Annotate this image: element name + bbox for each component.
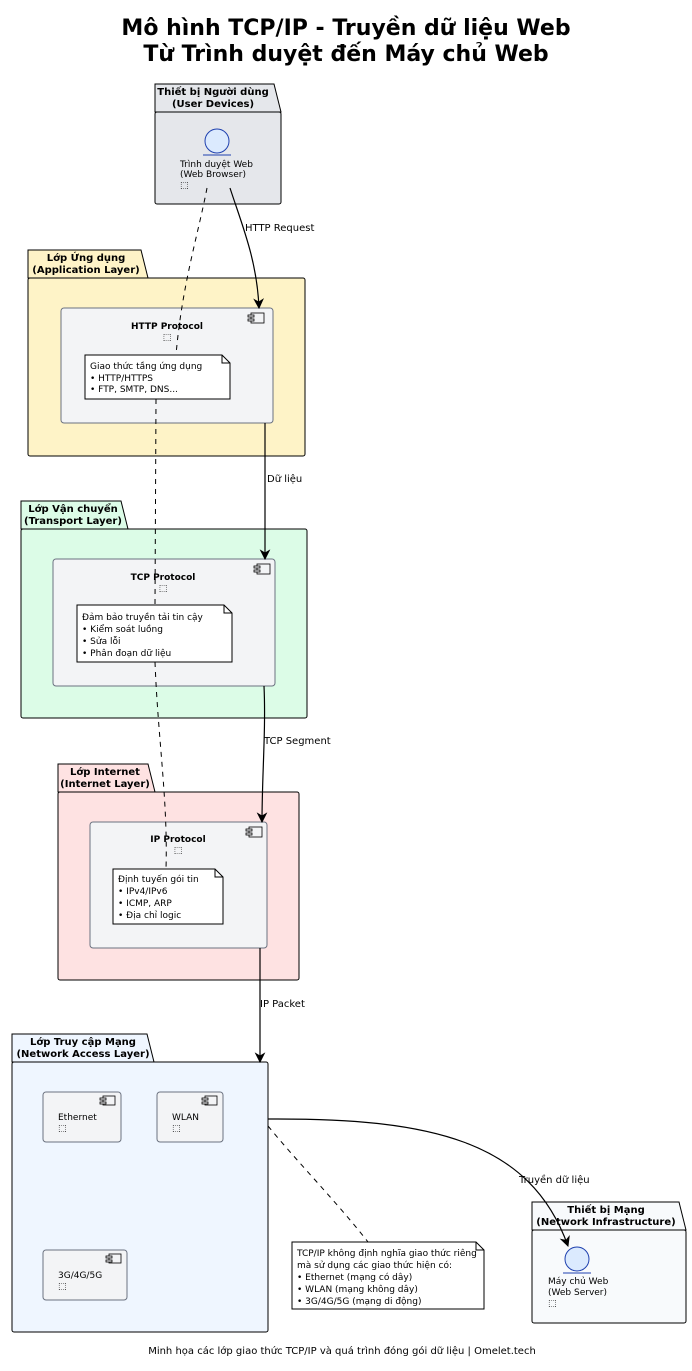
web-server-icon — [564, 1246, 590, 1272]
arrow-label-transfer: Truyền dữ liệu — [518, 1174, 590, 1186]
mobile-network-component — [42, 1249, 128, 1301]
user-devices-subtitle: (User Devices) — [172, 99, 254, 110]
component-icon — [245, 826, 263, 838]
application-note-line: • FTP, SMTP, DNS... — [90, 385, 178, 395]
tcp-protocol-glyph: ⬚ — [159, 584, 168, 594]
package-network-infrastructure: Thiết bị Mạng (Network Infrastructure) M… — [531, 1201, 687, 1324]
ethernet-component — [42, 1091, 122, 1143]
arrow-transfer — [267, 1118, 570, 1248]
component-icon — [105, 1253, 122, 1264]
note-link-network — [267, 1125, 369, 1243]
ip-protocol-glyph: ⬚ — [174, 846, 183, 856]
package-user-devices: Thiết bị Người dùng (User Devices) Trình… — [154, 83, 282, 205]
transport-note-line: Đảm bảo truyền tải tin cậy — [82, 612, 204, 623]
transport-layer-title: Lớp Vận chuyển — [28, 502, 118, 515]
wlan-label: WLAN — [172, 1113, 199, 1123]
ethernet-label: Ethernet — [58, 1113, 97, 1123]
transport-layer-subtitle: (Transport Layer) — [24, 516, 122, 527]
web-browser-icon — [204, 128, 230, 154]
arrow-label-data: Dữ liệu — [267, 473, 302, 485]
internet-note — [112, 868, 224, 925]
network-note: TCP/IP không định nghĩa giao thức riêng … — [291, 1241, 485, 1310]
arrow-label-http-request: HTTP Request — [245, 223, 314, 234]
network-infra-title: Thiết bị Mạng — [567, 1203, 644, 1216]
application-note-line: Giao thức tầng ứng dụng — [90, 361, 202, 372]
application-note — [84, 354, 231, 400]
http-protocol-label: HTTP Protocol — [131, 322, 203, 332]
network-note-line: TCP/IP không định nghĩa giao thức riêng — [296, 1248, 477, 1259]
network-note-line: • 3G/4G/5G (mạng di động) — [297, 1296, 422, 1307]
mobile-network-label: 3G/4G/5G — [58, 1271, 102, 1281]
internet-note-line: • Địa chỉ logic — [118, 910, 181, 921]
tcp-protocol-label: TCP Protocol — [131, 573, 196, 583]
internet-note-line: Định tuyến gói tin — [118, 874, 199, 885]
network-note-line: mà sử dụng các giao thức hiện có: — [297, 1260, 452, 1271]
web-browser-glyph: ⬚ — [180, 181, 189, 191]
transport-note-line: • Sửa lỗi — [82, 636, 120, 647]
package-transport-layer: Lớp Vận chuyển (Transport Layer) TCP Pro… — [20, 500, 308, 719]
application-layer-subtitle: (Application Layer) — [32, 265, 139, 276]
note-link-transport — [154, 398, 157, 606]
arrow-label-ip-packet: IP Packet — [260, 999, 305, 1010]
diagram-title-line1: Mô hình TCP/IP - Truyền dữ liệu Web — [121, 16, 570, 41]
internet-layer-subtitle: (Internet Layer) — [60, 779, 150, 790]
http-protocol-glyph: ⬚ — [163, 333, 172, 343]
transport-note-line: • Kiểm soát luồng — [82, 624, 163, 635]
footer-caption: Minh họa các lớp giao thức TCP/IP và quá… — [148, 1345, 536, 1357]
arrow-tcp-segment — [256, 685, 268, 824]
internet-note-line: • ICMP, ARP — [118, 899, 172, 909]
web-server-label: Máy chủ Web — [548, 1276, 609, 1287]
component-icon — [253, 563, 271, 575]
network-access-layer-title: Lớp Truy cập Mạng — [30, 1036, 136, 1048]
package-internet-layer: Lớp Internet (Internet Layer) IP Protoco… — [57, 763, 300, 981]
note-connectors — [154, 187, 369, 1243]
web-browser-label: Trình duyệt Web — [179, 159, 253, 170]
ip-protocol-label: IP Protocol — [150, 835, 205, 845]
network-access-layer-subtitle: (Network Access Layer) — [16, 1049, 149, 1060]
web-browser-sublabel: (Web Browser) — [180, 170, 246, 180]
user-devices-body — [154, 111, 282, 205]
network-note-line: • WLAN (mạng không dây) — [297, 1284, 418, 1295]
arrow-http-request — [229, 187, 264, 310]
component-icon — [201, 1095, 218, 1106]
arrow-label-tcp-segment: TCP Segment — [263, 736, 331, 747]
user-devices-title: Thiết bị Người dùng — [157, 85, 268, 98]
component-icon — [247, 312, 265, 324]
package-application-layer: Lớp Ứng dụng (Application Layer) HTTP Pr… — [27, 249, 306, 457]
transport-note — [76, 604, 233, 663]
flow-arrows — [229, 187, 570, 1248]
mobile-network-glyph: ⬚ — [58, 1282, 67, 1292]
transport-note-line: • Phân đoạn dữ liệu — [82, 648, 171, 659]
note-link-internet — [154, 661, 167, 870]
application-layer-title: Lớp Ứng dụng — [47, 251, 126, 264]
web-server-glyph: ⬚ — [548, 1299, 557, 1309]
ethernet-glyph: ⬚ — [58, 1124, 67, 1134]
web-server-sublabel: (Web Server) — [548, 1288, 607, 1298]
internet-layer-title: Lớp Internet — [70, 766, 140, 778]
internet-note-line: • IPv4/IPv6 — [118, 887, 168, 897]
network-note-line: • Ethernet (mạng có dây) — [297, 1272, 412, 1283]
package-network-access-layer: Lớp Truy cập Mạng (Network Access Layer)… — [11, 1033, 269, 1333]
application-note-line: • HTTP/HTTPS — [90, 374, 153, 384]
component-icon — [99, 1095, 116, 1106]
network-infra-subtitle: (Network Infrastructure) — [536, 1217, 675, 1228]
diagram-title-line2: Từ Trình duyệt đến Máy chủ Web — [143, 42, 548, 67]
wlan-glyph: ⬚ — [172, 1124, 181, 1134]
